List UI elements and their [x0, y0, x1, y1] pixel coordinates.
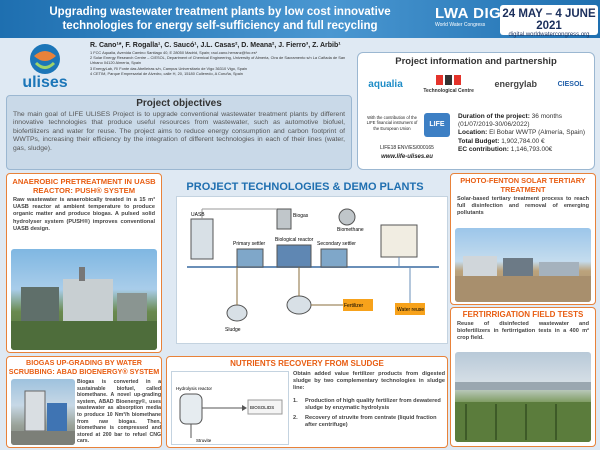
objectives-text: The main goal of LIFE ULISES Project is … [13, 111, 345, 152]
biogas-box: BIOGAS UP-GRADING BY WATER SCRUBBING: AB… [6, 356, 162, 448]
duration-dates: (01/07/2019-30/06/2022) [458, 121, 530, 129]
anaerobic-box: ANAEROBIC PRETREATMENT IN UASB REACTOR: … [6, 173, 162, 353]
event-url: digital.worldwatercongress.org [508, 32, 590, 38]
life-logo: LIFE [424, 113, 450, 137]
list-item-text: Production of high quality fertilizer fr… [305, 398, 441, 411]
nutrients-label-hydrolysis: Hydrolysis reactor [176, 386, 213, 391]
diagram-label-biomethane: Biomethane [337, 227, 364, 233]
diagram-label-sludge: Sludge [225, 327, 241, 333]
tech-centre-text: Technological Centre [423, 88, 474, 94]
partnership-box: Project information and partnership aqua… [357, 52, 595, 170]
title-line-1: Upgrading wastewater treatment plants by… [49, 6, 391, 18]
duration-value: 36 months [531, 113, 563, 120]
tech-centre-logo: Technological Centre [423, 74, 474, 94]
ulises-logo: ulises [8, 42, 82, 96]
contribution-text: With the contribution of the LIFE financ… [366, 115, 418, 131]
nutrients-title: NUTRIENTS RECOVERY FROM SLUDGE [230, 359, 384, 368]
duration-label: Duration of the project: [458, 113, 530, 120]
ulises-logo-text: ulises [22, 74, 68, 91]
photo-fenton-text: Solar-based tertiary treatment process t… [457, 196, 589, 216]
anaerobic-text: Raw wastewater is anaerobically treated … [13, 197, 155, 232]
nutrients-label-struvite: Struvite [196, 438, 212, 443]
dates-text: 24 MAY – 4 JUNE 2021 [502, 8, 596, 32]
biogas-text: Biogas is converted in a sustainable bio… [77, 379, 161, 445]
diagram-label-uasb: UASB [191, 212, 205, 218]
objectives-title: Project objectives [136, 98, 222, 109]
nutrients-diagram: Hydrolysis reactor BIOSOLIDS Struvite [171, 371, 289, 445]
nutrients-list: 1. Production of high quality fertilizer … [293, 398, 445, 432]
partnership-title: Project information and partnership [395, 56, 557, 67]
authors-block: R. Cano¹*, F. Rogalla¹, C. Saucó¹, J.L. … [90, 42, 352, 76]
diagram-label-secondary: Secondary settler [317, 241, 356, 247]
event-logo-sub: World Water Congress [435, 22, 486, 28]
list-item-number: 2. [293, 415, 298, 421]
budget-value: 1,902,784.00 € [501, 137, 545, 145]
uasb-plant-photo [11, 249, 157, 350]
diagram-label-primary: Primary settler [233, 241, 266, 247]
photo-fenton-box: PHOTO-FENTON SOLAR TERTIARY TREATMENT So… [450, 173, 596, 305]
budget-label: Total Budget: [458, 137, 500, 145]
diagram-label-reuse: Water reuse [397, 307, 424, 313]
ec-label: EC contribution: [458, 145, 509, 153]
partner-logos: aqualia Technological Centre energylab C… [358, 73, 594, 95]
ec-value: 1,146,793.00€ [510, 145, 553, 153]
location-label: Location: [458, 129, 488, 137]
location-value: El Bobar WWTP (Almería, Spain) [489, 129, 586, 137]
anaerobic-title: ANAEROBIC PRETREATMENT IN UASB REACTOR: … [12, 177, 156, 195]
biogas-title: BIOGAS UP-GRADING BY WATER SCRUBBING: AB… [8, 358, 160, 376]
list-item: 2. Recovery of struvite from centrate (li… [293, 415, 445, 429]
list-item-number: 1. [293, 398, 298, 404]
tech-centre-icon [435, 75, 461, 85]
affiliation: 4 CETIM, Parque Empresarial de Alvedro, … [90, 70, 243, 76]
diagram-label-fertilizer: Fertilizer [344, 303, 364, 309]
life-code: LIFE18 ENV/ES/000165 [380, 145, 434, 151]
title-line-2: technologies for energy self-sufficiency… [62, 20, 378, 32]
project-info: Duration of the project: 36 months (01/0… [458, 113, 592, 154]
list-item-text: Recovery of struvite from centrate (liqu… [305, 415, 437, 428]
photo-fenton-title: PHOTO-FENTON SOLAR TERTIARY TREATMENT [460, 176, 586, 194]
process-diagram: UASB Biogas Primary settler Biological r… [176, 196, 448, 344]
aqualia-logo: aqualia [368, 78, 403, 90]
solar-plant-photo [455, 228, 591, 302]
diagram-label-biogas: Biogas [293, 213, 309, 219]
poster-title: Upgrading wastewater treatment plants by… [10, 5, 430, 33]
affiliation: 2 Solar Energy Research Centre – CIESOL,… [90, 55, 346, 66]
diagram-label-biological: Biological reactor [275, 237, 314, 243]
biogas-upgrading-photo [11, 379, 75, 445]
author-names: R. Cano¹*, F. Rogalla¹, C. Saucó¹, J.L. … [90, 42, 341, 49]
objectives-box: Project objectives The main goal of LIFE… [6, 95, 352, 170]
nutrients-box: NUTRIENTS RECOVERY FROM SLUDGE Hydrolysi… [166, 356, 448, 448]
life-url[interactable]: www.life-ulises.eu [381, 154, 433, 160]
affiliation: 3 EnergyLab, R/ Fonte das Abelleiras s/n… [90, 65, 248, 71]
crop-field-photo [455, 352, 591, 442]
ulises-logo-icon [30, 44, 60, 74]
list-item: 1. Production of high quality fertilizer … [293, 398, 445, 412]
nutrients-intro: Obtain added value fertilizer products f… [293, 371, 445, 391]
fertirrigation-text: Reuse of disinfected wastewater and biof… [457, 321, 589, 341]
fertirrigation-box: FERTIRRIGATION FIELD TESTS Reuse of disi… [450, 307, 596, 447]
energylab-logo: energylab [494, 79, 537, 89]
ciesol-logo: CIESOL [557, 80, 584, 88]
nutrients-label-biosolids: BIOSOLIDS [250, 405, 274, 410]
event-dates: 24 MAY – 4 JUNE 2021 digital.worldwaterc… [500, 5, 598, 38]
technologies-title: PROJECT TECHNOLOGIES & DEMO PLANTS [186, 181, 424, 193]
fertirrigation-title: FERTIRRIGATION FIELD TESTS [462, 310, 584, 319]
affiliation: 1 FCC Aqualia, Avenida Camino Santiago 4… [90, 50, 258, 55]
